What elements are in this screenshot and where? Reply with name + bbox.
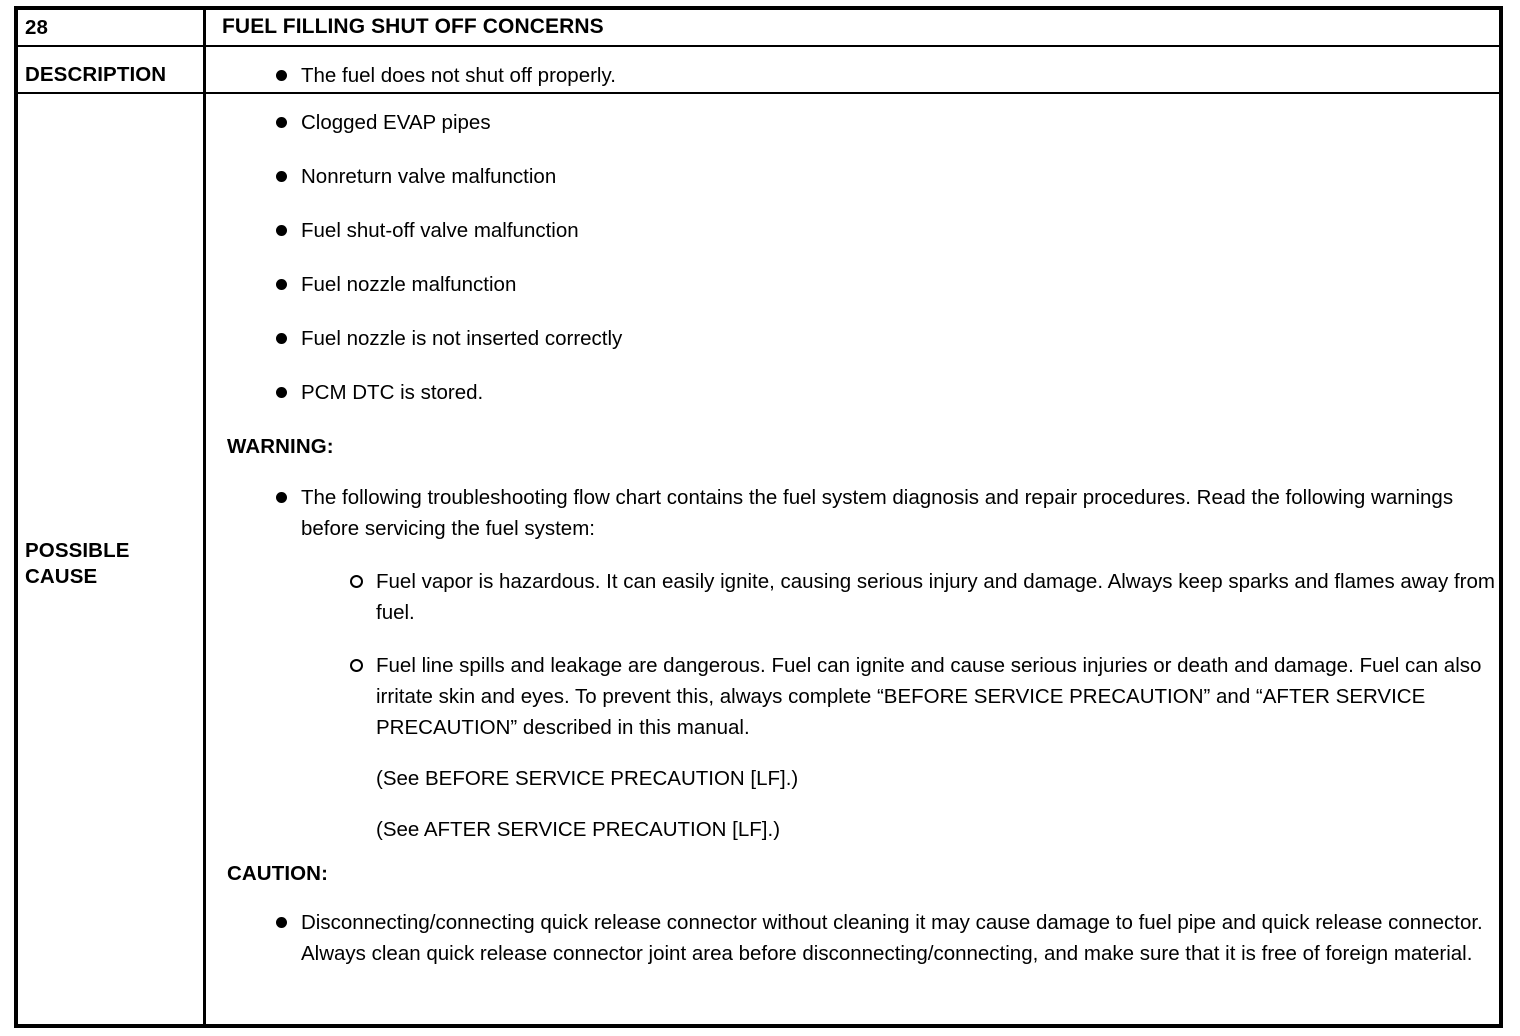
row-number-label: 28 xyxy=(25,16,49,39)
caution-block: CAUTION: Disconnecting/connecting quick … xyxy=(222,861,1499,969)
list-item: Fuel nozzle malfunction xyxy=(222,272,1499,298)
warning-sub-bullet-text: Fuel vapor is hazardous. It can easily i… xyxy=(376,570,1495,624)
description-label: DESCRIPTION xyxy=(25,63,167,86)
possible-cause-content: Clogged EVAP pipes Nonreturn valve malfu… xyxy=(206,102,1499,969)
filled-bullet-icon xyxy=(276,110,287,136)
list-item: The fuel does not shut off properly. xyxy=(222,63,616,89)
concerns-table: 28 DESCRIPTION POSSIBLE CAUSE FUEL FILLI… xyxy=(14,6,1503,1028)
warning-sub-bullet: Fuel vapor is hazardous. It can easily i… xyxy=(222,566,1499,628)
list-item: Clogged EVAP pipes xyxy=(222,110,1499,136)
list-item: Nonreturn valve malfunction xyxy=(222,164,1499,190)
filled-bullet-icon xyxy=(276,164,287,190)
list-item: PCM DTC is stored. xyxy=(222,380,1499,406)
possible-cause-label-line2: CAUSE xyxy=(25,565,98,588)
reference-line: (See AFTER SERVICE PRECAUTION [LF].) xyxy=(376,818,781,841)
column-divider xyxy=(203,10,206,1024)
caution-bullet-text: Disconnecting/connecting quick release c… xyxy=(301,911,1483,965)
warning-sub-bullet: Fuel line spills and leakage are dangero… xyxy=(222,650,1499,743)
filled-bullet-icon xyxy=(276,272,287,298)
possible-cause-label-line1: POSSIBLE xyxy=(25,539,130,562)
hollow-bullet-icon xyxy=(350,566,363,597)
warning-bullet-text: The following troubleshooting flow chart… xyxy=(301,486,1454,540)
warning-heading: WARNING: xyxy=(227,435,334,458)
list-item-text: PCM DTC is stored. xyxy=(301,381,484,404)
description-content: The fuel does not shut off properly. xyxy=(206,63,616,89)
list-item-text: The fuel does not shut off properly. xyxy=(301,64,616,87)
possible-cause-label: POSSIBLE CAUSE xyxy=(18,538,203,590)
warning-sub-bullet-text: Fuel line spills and leakage are dangero… xyxy=(376,654,1482,739)
filled-bullet-icon xyxy=(276,380,287,406)
page-title: FUEL FILLING SHUT OFF CONCERNS xyxy=(222,15,604,38)
filled-bullet-icon xyxy=(276,218,287,244)
filled-bullet-icon xyxy=(276,907,287,938)
list-item-text: Clogged EVAP pipes xyxy=(301,111,491,134)
filled-bullet-icon xyxy=(276,326,287,352)
list-item-text: Fuel nozzle is not inserted correctly xyxy=(301,327,623,350)
list-item-text: Fuel shut-off valve malfunction xyxy=(301,219,579,242)
cause-bullet-list: Clogged EVAP pipes Nonreturn valve malfu… xyxy=(222,110,1499,406)
list-item-text: Fuel nozzle malfunction xyxy=(301,273,517,296)
row-divider-title xyxy=(18,45,1499,47)
filled-bullet-icon xyxy=(276,482,287,513)
list-item-text: Nonreturn valve malfunction xyxy=(301,165,557,188)
filled-bullet-icon xyxy=(276,63,287,89)
list-item: Fuel shut-off valve malfunction xyxy=(222,218,1499,244)
caution-heading: CAUTION: xyxy=(227,862,329,885)
row-divider-description xyxy=(18,92,1499,94)
hollow-bullet-icon xyxy=(350,650,363,681)
caution-bullet: Disconnecting/connecting quick release c… xyxy=(222,907,1499,969)
reference-line: (See BEFORE SERVICE PRECAUTION [LF].) xyxy=(376,767,799,790)
warning-bullet: The following troubleshooting flow chart… xyxy=(222,482,1499,544)
list-item: Fuel nozzle is not inserted correctly xyxy=(222,326,1499,352)
